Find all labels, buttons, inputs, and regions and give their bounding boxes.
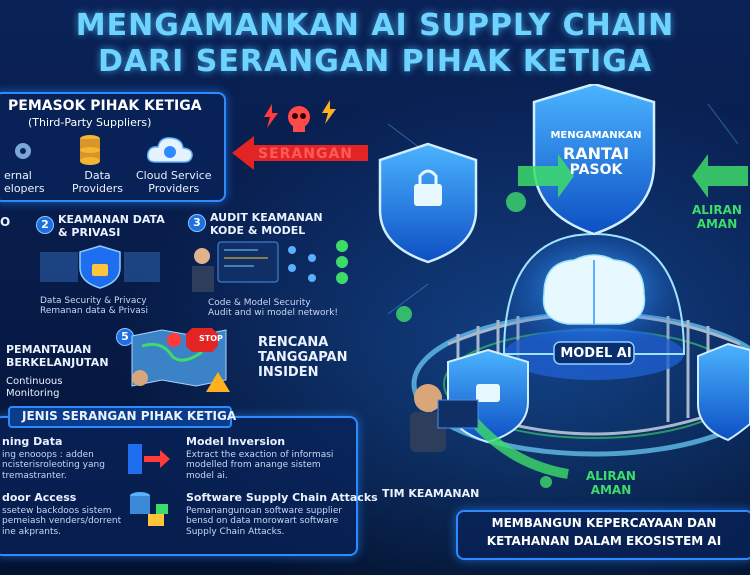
attack-software-supply-chain-desc: Pemanangunoan software supplier bensd on…	[186, 506, 343, 537]
step-5-caption: Continuous Monitoring	[6, 376, 63, 399]
suppliers-panel: PEMASOK PIHAK KETIGA (Third-Party Suppli…	[0, 92, 226, 202]
step-5-title: PEMANTAUAN BERKELANJUTAN	[6, 343, 109, 369]
attack-types-heading: JENIS SERANGAN PIHAK KETIGA	[22, 409, 237, 423]
step-2-caption: Data Security & Privacy Remanan data & P…	[40, 296, 148, 317]
step-3-caption: Code & Model Security Audit and wi model…	[208, 298, 339, 319]
attack-data-poisoning-title: ning Data	[2, 435, 63, 448]
page-title-line1: MENGAMANKAN AI SUPPLY CHAIN	[75, 8, 675, 43]
step-5-number: 5	[116, 328, 134, 346]
lightning-icon	[322, 100, 336, 124]
shield-lock-icon	[40, 245, 160, 289]
supplier-data-providers-label: Data Providers	[72, 169, 124, 195]
flow-label-bottom: ALIRAN AMAN	[586, 469, 636, 497]
security-network-illustration	[378, 84, 750, 488]
attack-data-poisoning-desc: ing enooops : adden ncisterisroleoting y…	[2, 450, 105, 481]
code-audit-illustration	[192, 240, 348, 292]
step-2-title: KEAMANAN DATA & PRIVASI	[58, 213, 165, 239]
step-3-number: 3	[188, 214, 206, 232]
footer-line2: KETAHANAN DALAM EKOSISTEM AI	[486, 534, 722, 548]
incident-response-title: RENCANA TANGGAPAN INSIDEN	[258, 335, 348, 380]
gear-icon	[15, 143, 31, 159]
attack-types-panel	[0, 416, 358, 556]
attack-software-supply-chain-title: Software Supply Chain Attacks	[186, 491, 378, 504]
lightning-icon	[264, 104, 278, 128]
main-shield-line1: MENGAMANKAN	[550, 130, 642, 141]
left-stub-label: O	[0, 215, 11, 229]
main-shield-line3: PASOK	[569, 162, 623, 178]
main-shield-line2: RANTAI	[562, 144, 630, 163]
attack-label: SERANGAN	[258, 146, 354, 162]
model-ai-label: MODEL AI	[560, 346, 632, 361]
page-title-line2: DARI SERANGAN PIHAK KETIGA	[97, 44, 653, 79]
attack-arrow	[232, 136, 368, 170]
cloud-gear-icon	[146, 137, 193, 163]
supply-chain-attack-icon	[130, 492, 168, 526]
database-icon	[80, 135, 100, 165]
flow-label-top: ALIRAN AMAN	[692, 203, 742, 231]
suppliers-subheading: (Third-Party Suppliers)	[28, 116, 152, 129]
attack-backdoor-desc: ssetew backdoos sistem pemeiash venders/…	[2, 506, 122, 537]
attack-backdoor-title: door Access	[2, 491, 77, 504]
stop-sign-label: STOP	[199, 334, 223, 343]
attack-model-inversion-desc: Extract the exaction of informasi modell…	[186, 450, 334, 481]
supplier-cloud-label: Cloud Service Providers	[136, 169, 212, 195]
footer-panel	[456, 510, 750, 560]
attack-model-inversion-title: Model Inversion	[186, 435, 286, 448]
skull-icon	[288, 106, 310, 132]
map-incident-illustration	[131, 328, 230, 392]
step-2-number: 2	[36, 216, 54, 234]
attack-types-heading-box	[8, 406, 232, 428]
supplier-developers-label: ernal elopers	[4, 169, 45, 195]
inversion-icon	[128, 444, 170, 474]
step-3-title: AUDIT KEAMANAN KODE & MODEL	[210, 211, 323, 237]
suppliers-heading: PEMASOK PIHAK KETIGA	[8, 98, 202, 114]
security-team-label: TIM KEAMANAN	[382, 487, 480, 500]
footer-line1: MEMBANGUN KEPERCAYAAN DAN	[491, 516, 717, 530]
